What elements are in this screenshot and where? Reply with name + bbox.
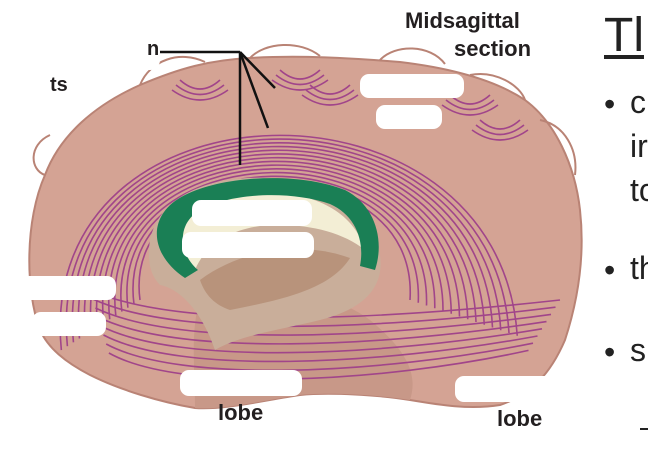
bullet-marker: • bbox=[604, 252, 616, 288]
label-mask bbox=[12, 276, 116, 300]
thalamus bbox=[200, 249, 350, 310]
label-mask bbox=[376, 105, 442, 129]
fiber-line bbox=[100, 325, 543, 354]
bullet-marker: • bbox=[604, 334, 616, 370]
fiber-line bbox=[114, 168, 444, 316]
lobe-label-left: lobe bbox=[218, 400, 264, 425]
fiber-line bbox=[101, 160, 461, 324]
label-mask bbox=[182, 232, 314, 258]
fiber-line bbox=[71, 142, 502, 343]
fiber-line bbox=[95, 307, 552, 336]
fiber-line bbox=[59, 134, 519, 351]
heading-line2: section bbox=[454, 36, 532, 61]
fiber-line bbox=[179, 79, 221, 90]
fiber-line bbox=[275, 74, 325, 86]
label-mask bbox=[0, 28, 160, 70]
fiber-line bbox=[95, 156, 469, 328]
label-mask bbox=[455, 376, 585, 402]
label-mask bbox=[360, 74, 464, 98]
label-mask bbox=[192, 200, 312, 226]
fiber-line bbox=[471, 129, 529, 141]
bullet-text: ir bbox=[630, 128, 648, 164]
gyri-outline bbox=[32, 44, 577, 176]
fiber-line bbox=[475, 124, 525, 136]
heading-line1: Midsagittal bbox=[405, 8, 520, 33]
bullet-text: s bbox=[630, 332, 646, 368]
fiber-line bbox=[445, 99, 495, 111]
label-mask bbox=[32, 312, 106, 336]
pointer-lines bbox=[155, 50, 276, 165]
label-mask bbox=[180, 370, 302, 396]
fiber-line bbox=[301, 94, 359, 106]
fiber-line bbox=[175, 84, 225, 96]
fiber-line bbox=[107, 164, 453, 320]
fiber-line bbox=[65, 138, 510, 347]
fiber-line bbox=[83, 149, 486, 335]
fiber-line bbox=[279, 69, 321, 80]
fiber-line bbox=[271, 79, 329, 91]
slide-title: Tl bbox=[604, 9, 644, 62]
bullet-text: c bbox=[630, 84, 646, 120]
fiber-line bbox=[309, 84, 351, 95]
fiber-line bbox=[305, 89, 355, 101]
pointer-label-partial: n bbox=[147, 38, 160, 60]
bullet-text: tc bbox=[630, 172, 648, 208]
fiber-line bbox=[171, 89, 229, 101]
fiber-line bbox=[441, 104, 499, 116]
bullet-text: th bbox=[630, 250, 648, 286]
bullet-marker: • bbox=[604, 86, 616, 122]
fiber-line bbox=[120, 171, 436, 312]
lobe-label-right: lobe bbox=[497, 406, 543, 431]
fiber-line bbox=[126, 175, 428, 308]
fiber-line bbox=[479, 119, 521, 130]
dash-mark bbox=[640, 428, 648, 430]
tracts-label-partial: ts bbox=[50, 74, 68, 96]
fiber-line bbox=[97, 316, 547, 345]
fiber-line bbox=[89, 153, 477, 331]
fiber-line bbox=[77, 145, 494, 339]
fiber-line bbox=[103, 334, 538, 363]
